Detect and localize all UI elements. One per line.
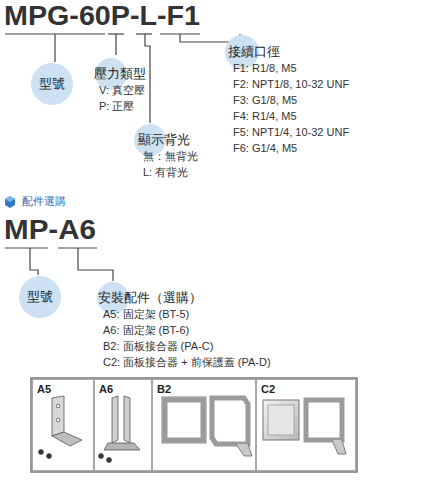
option-item: F6: G1/4, M5 [228, 140, 349, 156]
panel-label: C2 [261, 381, 351, 397]
panel-frame [31, 378, 357, 472]
bracket-hole [56, 404, 60, 408]
section-heading: 配件選購 [22, 195, 66, 208]
callout-circle: 型號 [39, 76, 65, 92]
option-item: V: 真空壓 [94, 82, 146, 98]
front-cover [263, 400, 299, 440]
panel-label: A6 [99, 381, 147, 397]
bracket-base [52, 432, 82, 446]
accessory-panel: B2 [152, 379, 256, 471]
adapter-frame [306, 400, 342, 440]
option-item: A5: 固定架 (BT-5) [98, 306, 271, 322]
cube-icon [5, 196, 15, 202]
panel-adapter-b2 [162, 397, 252, 456]
leader-line [115, 34, 116, 55]
cube-icon [5, 196, 15, 208]
accessory-panel: C2 [256, 379, 356, 471]
panel-adapter-c2 [263, 400, 346, 454]
bracket-plate [52, 396, 64, 436]
leader-line [5, 247, 48, 248]
leader-line [136, 33, 152, 34]
leader-line [78, 248, 113, 281]
bracket-plate [124, 396, 130, 443]
field-name: 安裝配件（選購） [98, 290, 271, 306]
leader-line [54, 34, 55, 62]
bracket-a5 [39, 396, 83, 459]
option-item: B2: 面板接合器 (PA-C) [98, 338, 271, 354]
screw [39, 450, 44, 455]
panel-label: A5 [37, 381, 89, 397]
circle-shape [19, 276, 61, 318]
option-item: 無：無背光 [138, 148, 198, 164]
adapter-clip [212, 398, 248, 444]
field-name: 顯示背光 [138, 132, 198, 148]
field-name: 壓力類型 [94, 66, 146, 82]
accessory-panel: A5 [32, 379, 94, 471]
model-code: MPG-60P-L-F1 [4, 0, 200, 32]
callout-circle: 接續口徑F1: R1/8, M5F2: NPT1/8, 10-32 UNFF3:… [228, 44, 349, 156]
callout-circle: 安裝配件（選購）A5: 固定架 (BT-5)A6: 固定架 (BT-6)B2: … [98, 290, 271, 370]
callout-circle: 顯示背光無：無背光L: 有背光 [138, 132, 198, 180]
adapter-tab [236, 444, 252, 456]
screw [47, 454, 52, 459]
adapter-frame [165, 400, 203, 440]
option-item: F2: NPT1/8, 10-32 UNF [228, 76, 349, 92]
front-cover [268, 405, 294, 435]
bracket-base [104, 443, 140, 450]
field-name: 型號 [27, 289, 53, 305]
option-item: P: 正壓 [94, 98, 146, 114]
bracket-a6 [99, 396, 141, 463]
leader-lines [5, 34, 240, 281]
circle-shape [31, 63, 73, 105]
model-code: MP-A6 [4, 214, 96, 246]
option-item: F5: NPT1/4, 10-32 UNF [228, 124, 349, 140]
option-item: F4: R1/4, M5 [228, 108, 349, 124]
accessory-panel: A6 [94, 379, 152, 471]
option-item: C2: 面板接合器 + 前保護蓋 (PA-D) [98, 354, 271, 370]
screw [107, 458, 112, 463]
field-name: 接續口徑 [228, 44, 349, 60]
bracket-hole [56, 418, 60, 422]
option-item: L: 有背光 [138, 164, 198, 180]
adapter-frame [162, 397, 206, 443]
cube-icon [5, 196, 15, 208]
callout-circle: 壓力類型V: 真空壓P: 正壓 [94, 66, 146, 114]
panel-label: B2 [157, 381, 251, 397]
field-name: 型號 [39, 76, 65, 92]
option-item: F1: R1/8, M5 [228, 60, 349, 76]
screw [99, 454, 104, 459]
callout-circle: 型號 [27, 289, 53, 305]
bracket-plate [112, 396, 118, 443]
option-item: A6: 固定架 (BT-6) [98, 322, 271, 338]
adapter-tab [332, 440, 346, 454]
option-item: F3: G1/8, M5 [228, 92, 349, 108]
leader-line [30, 248, 38, 275]
